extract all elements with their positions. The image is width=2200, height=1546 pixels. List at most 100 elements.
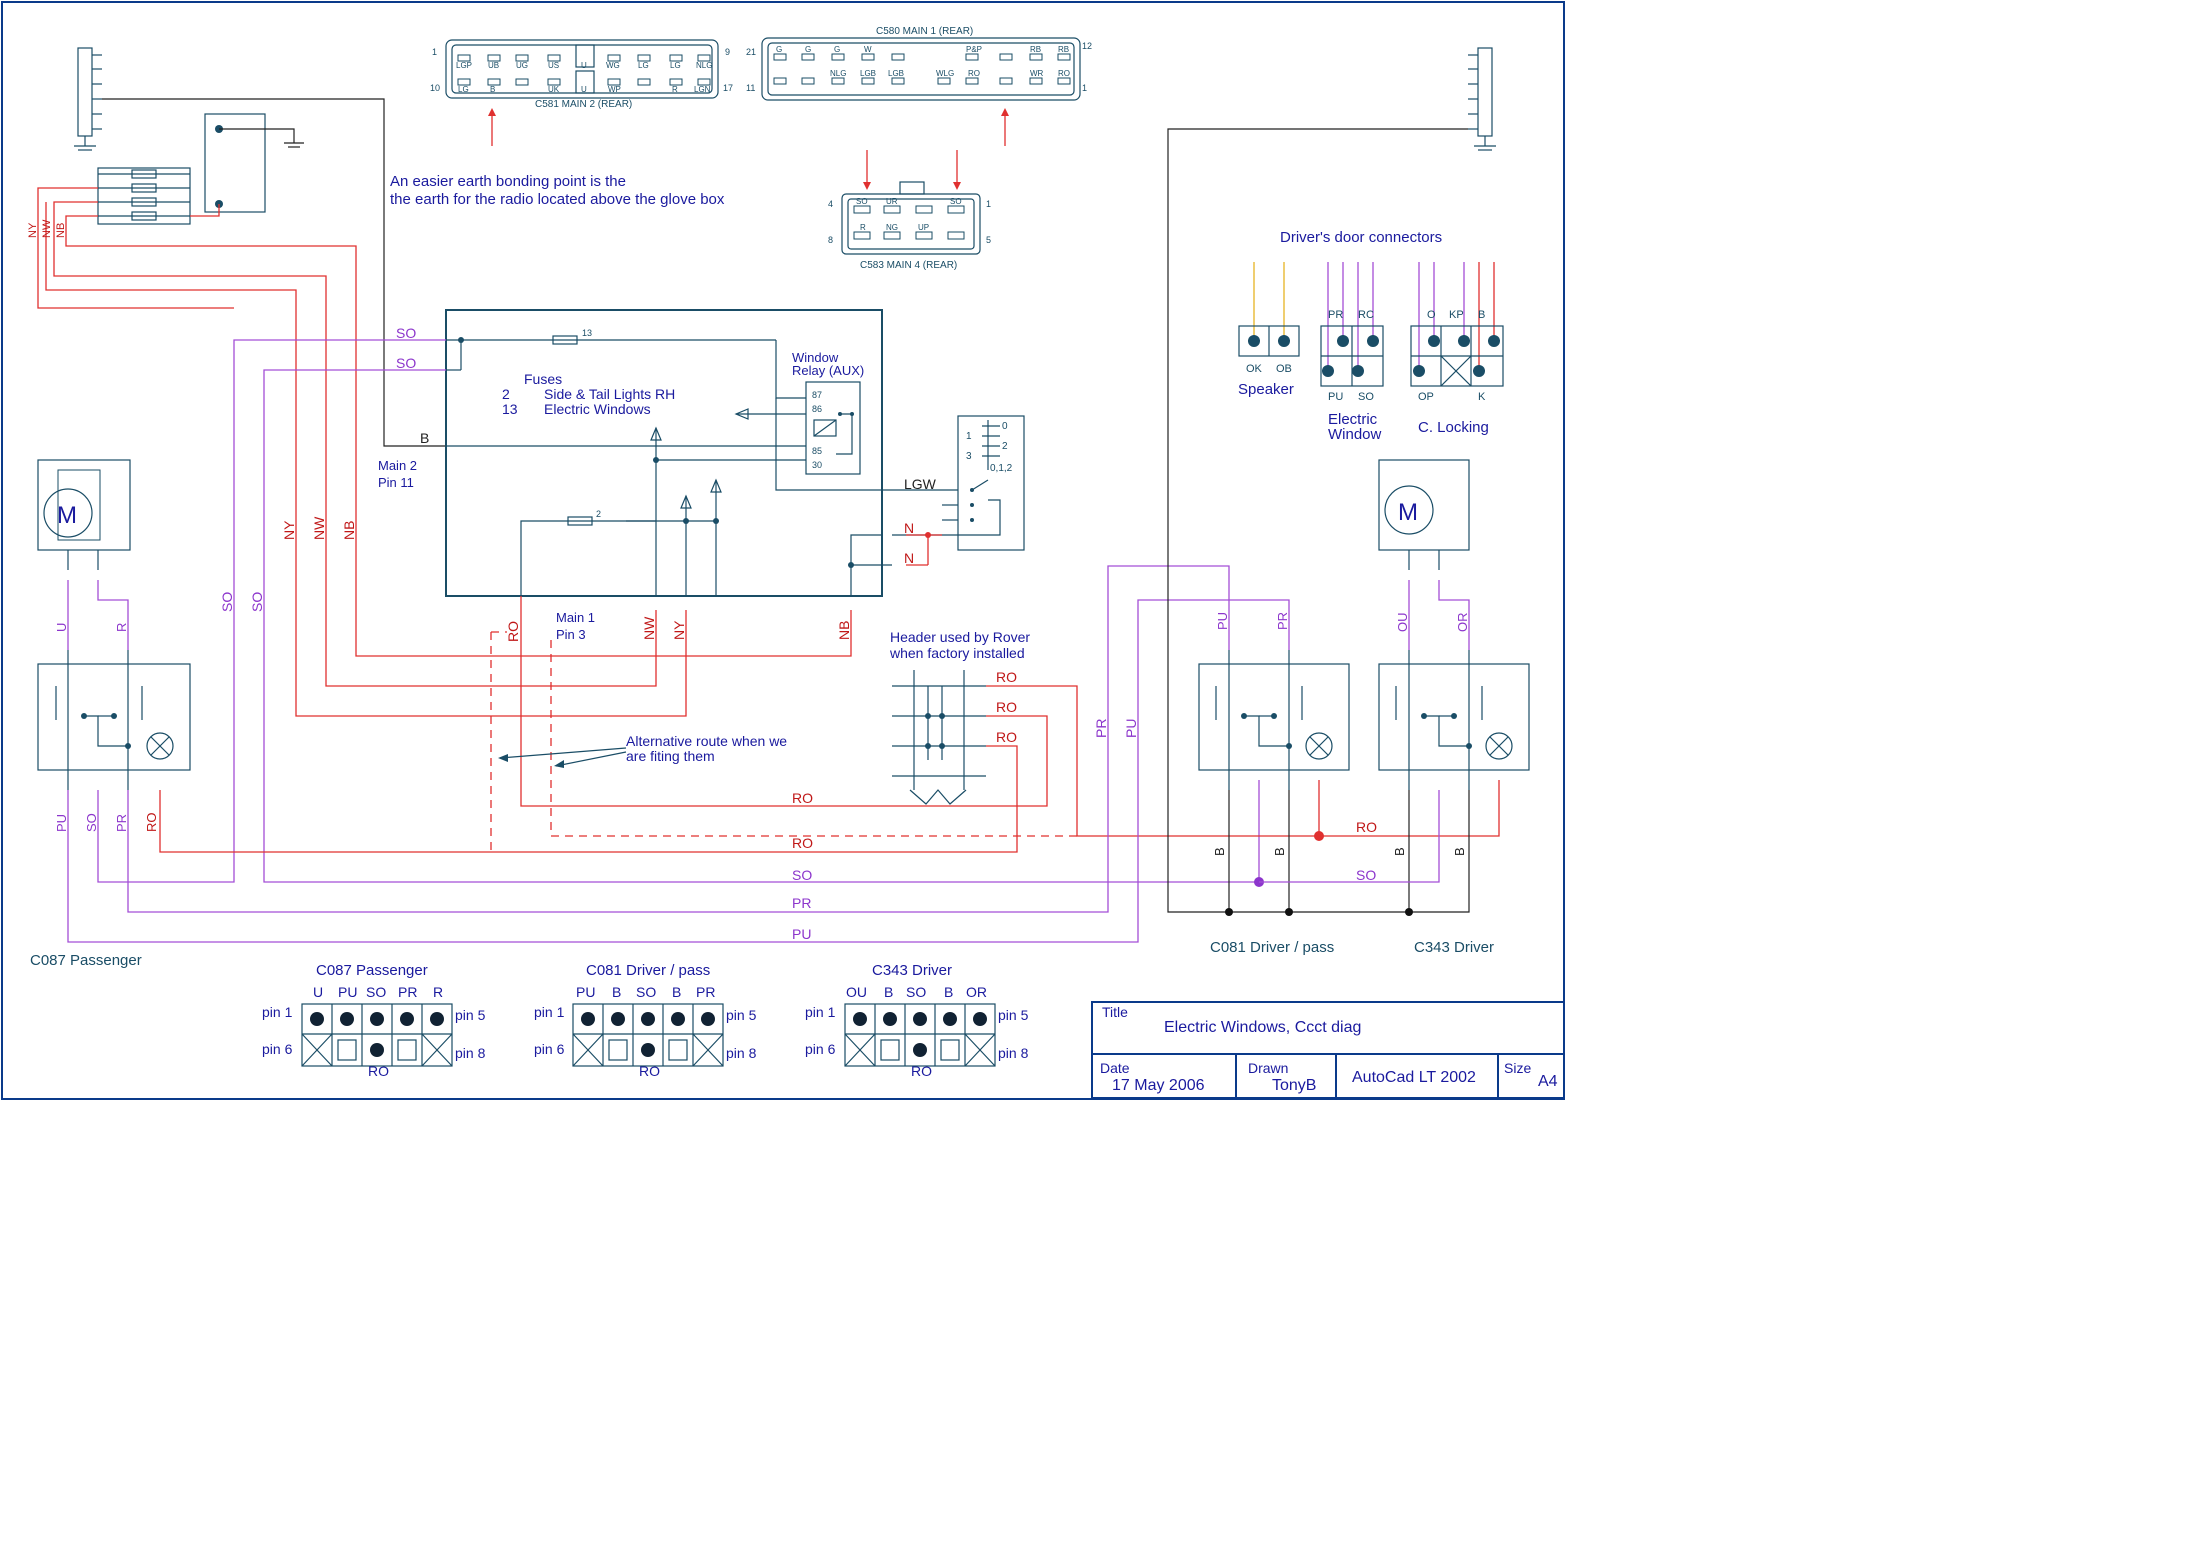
c583-top-pin-4: SO [950,197,962,206]
c581-pin-num-10: 10 [430,83,440,93]
c583-pin-num-8: 8 [828,235,833,245]
nw-vert-2: NW [641,616,657,640]
title-label: Title [1102,1004,1128,1020]
so-label-right: SO [1356,867,1376,883]
window-relay: 87 86 85 30 [805,381,861,475]
pu-label-bottom: PU [792,926,811,942]
passenger-switch [37,650,191,790]
c087-pin1: pin 1 [262,1004,293,1020]
c581-pin-num-1: 1 [432,47,437,57]
c583-top-pin-1: SO [856,197,868,206]
alt-route-1: Alternative route when we [626,733,787,749]
window-switch: 0 1 2 3 0,1,2 [957,415,1025,551]
ny-vert-2: NY [671,620,687,640]
b-label-c343-1: B [1392,847,1407,856]
c081-switch [1198,650,1350,790]
c087-head-2: PU [338,984,357,1000]
connector-c583: SO UR SO R NG UP C583 MAIN 4 (REAR) 4 8 … [828,181,991,271]
c087-table-title: C087 Passenger [316,962,428,979]
fuses-title: Fuses [524,371,562,387]
pu-door-label: PU [1328,391,1343,403]
c087-pin6: pin 6 [262,1041,293,1057]
b-door-label: B [1478,309,1485,321]
earth-note-1: An easier earth bonding point is the [390,173,626,190]
so-label-pass: SO [84,813,99,832]
drawn-value: TonyB [1272,1077,1316,1094]
switch-pos-1: 1 [966,431,972,442]
connector-c580: G G G W P&P RB RB NLG LGB LGB WLG RO WR … [746,26,1092,101]
pu-vert-right: PU [1123,719,1139,738]
c343-ro: RO [911,1063,932,1079]
relay-pin-86: 86 [812,404,822,414]
speaker-label: Speaker [1238,381,1294,398]
pu-label-c081: PU [1215,612,1230,630]
c581-top-pin-6: WG [606,61,620,70]
ro-header-3: RO [996,729,1017,745]
software-value: AutoCad LT 2002 [1352,1069,1476,1086]
c580-bot-pin-6: WLG [936,69,954,78]
c081-pin-table: C081 Driver / pass PU B SO B PR pin 1 pi… [534,962,757,1079]
c580-bot-pin-7: RO [968,69,980,78]
c580-top-pin-6: P&P [966,45,982,54]
c580-pin-num-21: 21 [746,47,756,57]
c581-bot-pin-1: LG [458,85,469,94]
ro-header-1: RO [996,669,1017,685]
main2-label-2: Pin 11 [378,475,414,490]
relay-title-1: Window [792,350,839,365]
b-label-c081-1: B [1212,847,1227,856]
c081-head-5: PR [696,984,715,1000]
ew-label-1: Electric [1328,411,1378,428]
c343-head-5: OR [966,984,987,1000]
c343-head-4: B [944,984,953,1000]
c343-head-3: SO [906,984,926,1000]
diagram-title: Electric Windows, Ccct diag [1164,1019,1361,1036]
c081-caption: C081 Driver / pass [1210,939,1334,956]
c580-top-pin-2: G [805,45,811,54]
c580-top-pin-8: RB [1030,45,1041,54]
switch-pos-2: 2 [1002,441,1008,452]
c081-head-4: B [672,984,681,1000]
c581-title: C581 MAIN 2 (REAR) [535,99,632,110]
fuse-row-1-num: 2 [502,386,510,402]
c087-pin-table: C087 Passenger U PU SO PR R pin 1 pin 5 … [262,962,486,1079]
earth-note-2: the earth for the radio located above th… [390,191,725,208]
fuse-2: 2 [520,509,716,596]
date-label: Date [1100,1060,1130,1076]
kp-door-label: KP [1449,309,1464,321]
ro-header-2: RO [996,699,1017,715]
pr-label-pass: PR [114,814,129,832]
c081-head-2: B [612,984,621,1000]
ob-label: OB [1276,363,1292,375]
c581-pin-num-17: 17 [723,83,733,93]
relay-pin-85: 85 [812,446,822,456]
c081-pin8: pin 8 [726,1045,757,1061]
size-value: A4 [1538,1073,1558,1090]
radio-earth-box [204,113,304,213]
u-label-pass: U [54,623,69,632]
c581-top-pin-7: LG [638,61,649,70]
rover-header [892,670,986,805]
c581-bot-pin-7: R [672,85,678,94]
r-label-pass: R [114,623,129,632]
nb-vert: NB [341,521,357,540]
ro-label-3: RO [1356,819,1377,835]
lgw-label: LGW [904,476,937,492]
c087-pin5: pin 5 [455,1007,486,1023]
driver-motor-m: M [1398,499,1418,526]
c580-title: C580 MAIN 1 (REAR) [876,26,973,37]
fuse-13-label: 13 [582,328,592,338]
c087-pin8: pin 8 [455,1045,486,1061]
c583-pin-num-5: 5 [986,235,991,245]
b-label-c343-2: B [1452,847,1467,856]
so-label-bottom: SO [792,867,812,883]
c081-head-1: PU [576,984,595,1000]
header-note-2: when factory installed [889,645,1025,661]
pr-label-bottom: PR [792,895,811,911]
fuse-2-label: 2 [596,509,601,519]
c581-top-pin-8: LG [670,61,681,70]
pu-label-pass: PU [54,814,69,832]
main1-label-1: Main 1 [556,610,595,625]
nb-label: NB [55,223,67,238]
c580-pin-num-1: 1 [1082,83,1087,93]
driver-motor: M [1378,459,1470,570]
